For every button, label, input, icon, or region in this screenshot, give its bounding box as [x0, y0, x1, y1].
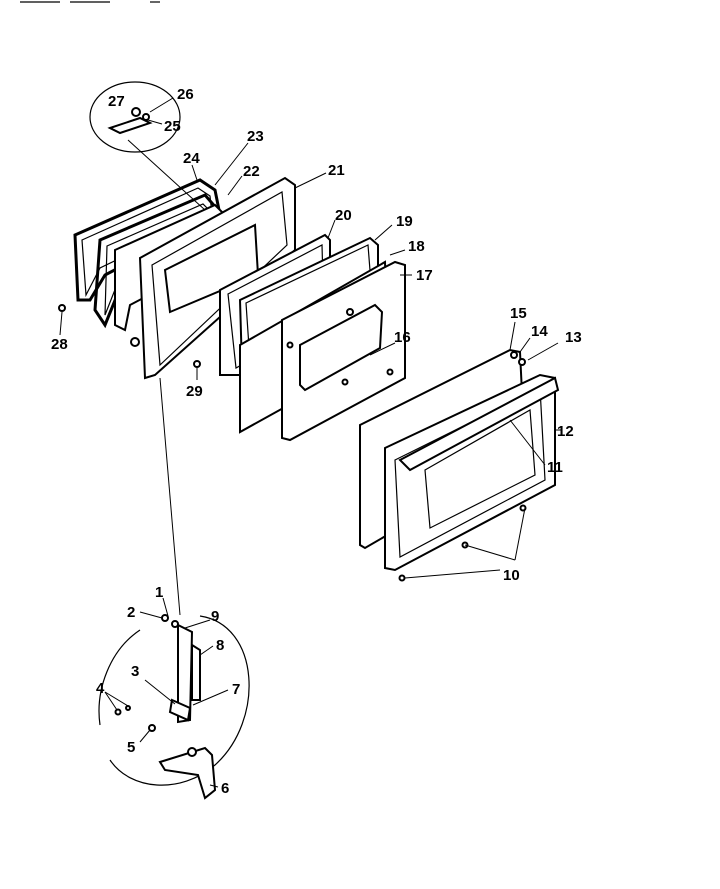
- label-25: 25: [164, 118, 181, 135]
- label-4: 4: [96, 680, 105, 697]
- part-labels: 27 26 25 24 23 22 21 20 19 18 17 16 15 1…: [51, 86, 582, 797]
- hinge-detail-bottom: [98, 614, 250, 800]
- hinge-detail-top: [89, 81, 206, 211]
- label-6: 6: [221, 780, 229, 797]
- label-15: 15: [510, 305, 527, 322]
- label-24: 24: [183, 150, 200, 167]
- label-9: 9: [211, 608, 219, 625]
- label-11: 11: [547, 459, 563, 476]
- label-21: 21: [328, 162, 345, 179]
- label-19: 19: [396, 213, 413, 230]
- leader-lines: [59, 97, 562, 788]
- label-17: 17: [416, 267, 433, 284]
- label-7: 7: [232, 681, 240, 698]
- label-18: 18: [408, 238, 425, 255]
- label-3: 3: [131, 663, 139, 680]
- label-26: 26: [177, 86, 194, 103]
- label-27: 27: [108, 93, 125, 110]
- door-liner-frame: [130, 176, 296, 380]
- label-12: 12: [557, 423, 574, 440]
- trim-screws: [58, 304, 527, 582]
- label-10: 10: [503, 567, 520, 584]
- label-16: 16: [394, 329, 411, 346]
- label-20: 20: [335, 207, 352, 224]
- label-5: 5: [127, 739, 135, 756]
- label-1: 1: [155, 584, 163, 601]
- hinge-lead-line: [159, 377, 181, 616]
- label-2: 2: [127, 604, 135, 621]
- label-13: 13: [565, 329, 582, 346]
- label-23: 23: [247, 128, 264, 145]
- label-14: 14: [531, 323, 548, 340]
- label-22: 22: [243, 163, 260, 180]
- label-8: 8: [216, 637, 224, 654]
- label-28: 28: [51, 336, 68, 353]
- label-29: 29: [186, 383, 203, 400]
- door-back-panel-17: [281, 260, 406, 442]
